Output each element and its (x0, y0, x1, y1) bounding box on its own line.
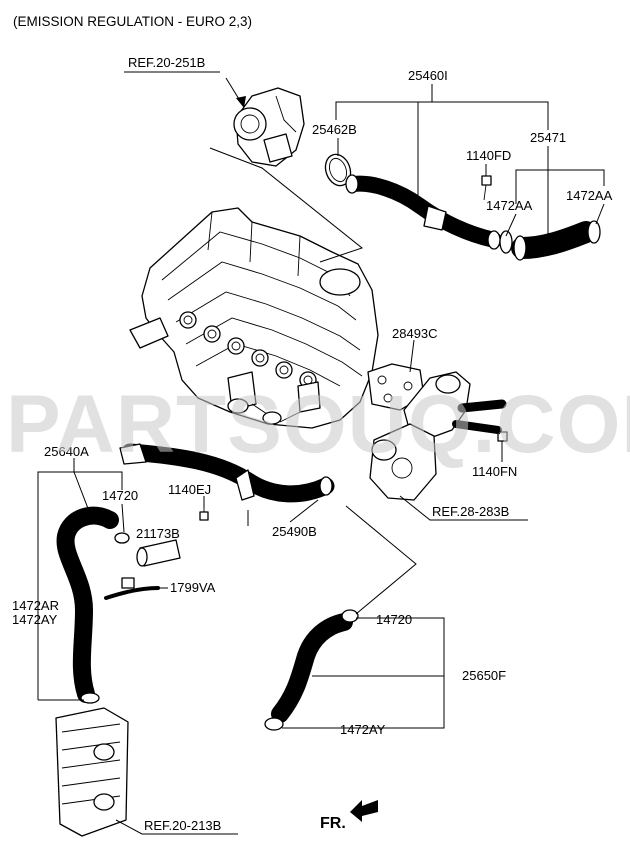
clamp-1472aa-right (587, 220, 601, 244)
clamp-14720-lower (341, 609, 359, 623)
clamp-1472ar (80, 692, 100, 704)
gasket-25462b (324, 153, 352, 187)
front-arrow-icon (350, 800, 378, 822)
label-1140fd[interactable]: 1140FD (466, 148, 511, 163)
label-1472aa-left[interactable]: 1472AA (486, 198, 533, 213)
label-1472ar[interactable]: 1472AR (12, 598, 59, 613)
water-outlet-housing (403, 371, 507, 439)
watermark-text: PARTSOUQ.COM (6, 379, 630, 470)
label-25471[interactable]: 25471 (530, 130, 566, 145)
egr-cooler-pipe (345, 174, 502, 250)
bolt-1140ej (199, 508, 209, 521)
engine-block (129, 207, 379, 429)
gasket-28493c (367, 363, 425, 411)
diagram-title: (EMISSION REGULATION - EURO 2,3) (13, 14, 252, 29)
front-direction-label: FR. (320, 815, 346, 832)
label-1472ay-left[interactable]: 1472AY (12, 612, 58, 627)
clamp-1472aa-left (499, 230, 513, 254)
bolt-1140fd (481, 175, 492, 201)
thermostat-housing (369, 423, 437, 501)
clamp-1472ay-lower (264, 717, 284, 731)
egr-hose-25471 (511, 221, 597, 261)
hose-25640a (56, 506, 119, 703)
clamp-1799va (104, 577, 160, 600)
label-25640a[interactable]: 25640A (44, 444, 89, 459)
label-14720-lower[interactable]: 14720 (376, 612, 412, 627)
ref-label-28-283b[interactable]: REF.28-283B (432, 504, 509, 519)
label-1140fn[interactable]: 1140FN (472, 464, 517, 479)
ref-label-20-251b[interactable]: REF.20-251B (128, 55, 205, 70)
hose-25650f (271, 613, 353, 723)
label-21173b[interactable]: 21173B (136, 526, 180, 541)
label-25490b[interactable]: 25490B (272, 524, 317, 539)
label-14720-upper[interactable]: 14720 (102, 488, 138, 503)
label-1140ej[interactable]: 1140EJ (168, 482, 211, 497)
hose-25490b (119, 443, 335, 503)
fitting-21173b (136, 539, 181, 567)
ref-label-20-213b[interactable]: REF.20-213B (144, 818, 221, 833)
label-28493c[interactable]: 28493C (392, 326, 438, 341)
label-25460i[interactable]: 25460I (408, 68, 448, 83)
label-1799va[interactable]: 1799VA (170, 580, 216, 595)
egr-valve (233, 87, 305, 167)
oil-cooler (55, 707, 129, 837)
label-1472ay-lower[interactable]: 1472AY (340, 722, 386, 737)
label-25650f[interactable]: 25650F (462, 668, 506, 683)
label-1472aa-right[interactable]: 1472AA (566, 188, 613, 203)
clamp-14720-upper (114, 532, 130, 544)
label-25462b[interactable]: 25462B (312, 122, 357, 137)
